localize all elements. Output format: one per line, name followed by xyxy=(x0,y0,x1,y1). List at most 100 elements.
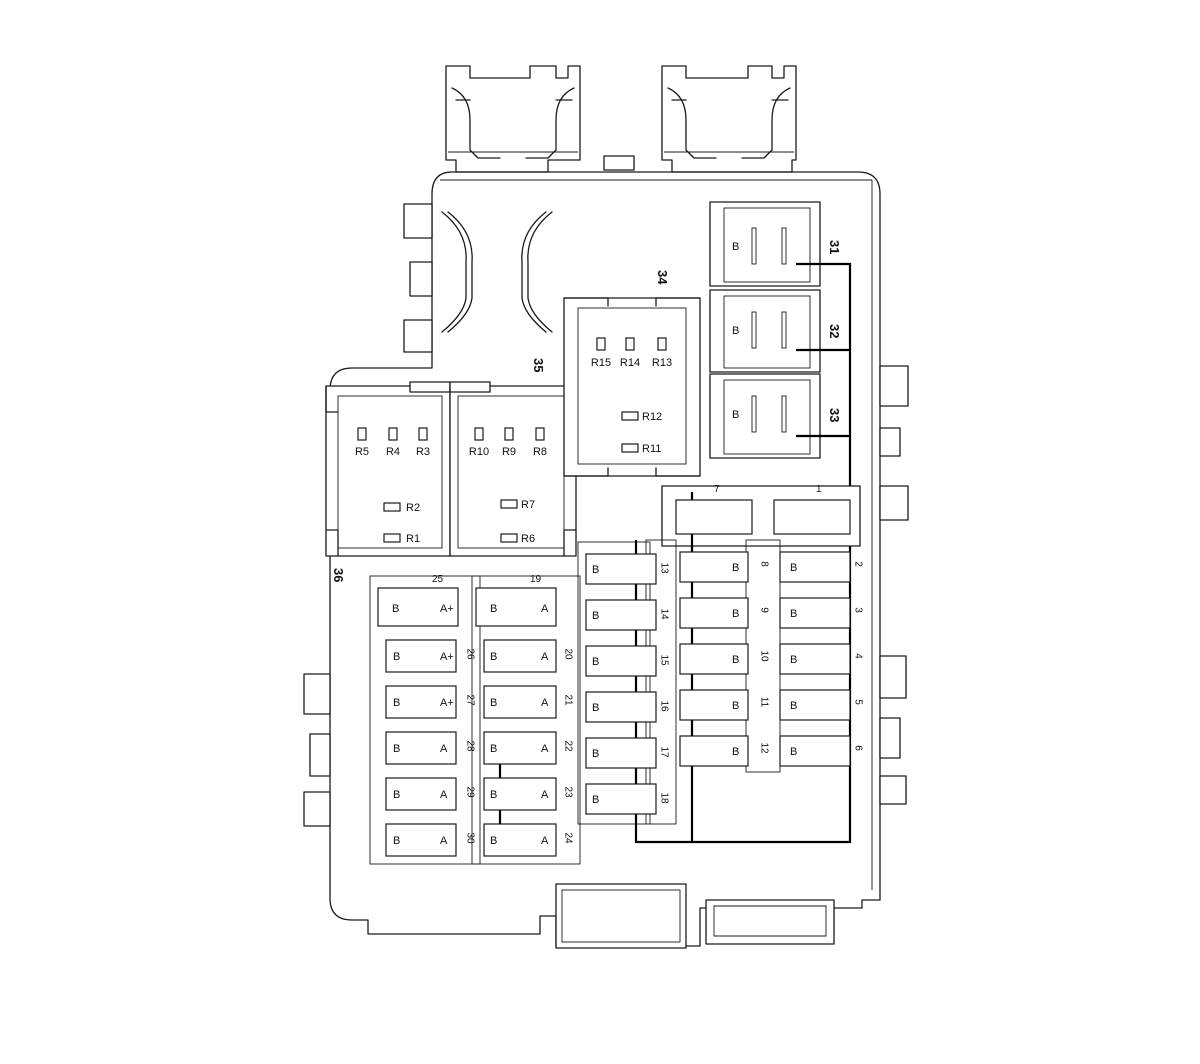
fuse-3-number: 3 xyxy=(852,607,863,613)
relay-pin-label-r10: R10 xyxy=(469,446,489,458)
fuse-25 xyxy=(377,587,459,627)
fuse-4-number: 4 xyxy=(852,653,863,659)
relay-pin-r9 xyxy=(504,427,514,441)
fuse-5 xyxy=(779,689,851,721)
fuse-18 xyxy=(585,783,657,815)
fuse-2-label: B xyxy=(790,562,797,574)
fuse-5-label: B xyxy=(790,700,797,712)
relay-32-body xyxy=(709,289,821,373)
fuse-15 xyxy=(585,645,657,677)
relay-pin-r5 xyxy=(357,427,367,441)
fuse-12-number: 12 xyxy=(758,742,769,754)
fuse-6 xyxy=(779,735,851,767)
fuse-12-label: B xyxy=(732,746,739,758)
relay-pin-label-r3: R3 xyxy=(416,446,430,458)
fuse-19-left-label: B xyxy=(490,603,497,615)
housing-outline xyxy=(329,171,881,947)
relay-bus-line xyxy=(796,262,852,548)
relay-36 xyxy=(325,381,451,557)
relay-pin-r12 xyxy=(621,411,639,421)
fuse-11 xyxy=(679,689,749,721)
fuse-4-label: B xyxy=(790,654,797,666)
relay-pin-r14 xyxy=(625,337,635,351)
relay-number-35: 35 xyxy=(531,358,546,372)
fuse-18-label: B xyxy=(592,794,599,806)
fuse-30 xyxy=(385,823,457,857)
fuse-20-number: 20 xyxy=(562,648,573,660)
fuse-19-number: 19 xyxy=(530,574,542,585)
fuse-14-label: B xyxy=(592,610,599,622)
relay-pin-label-r5: R5 xyxy=(355,446,369,458)
fuse-17-number: 17 xyxy=(658,746,669,758)
relay-pin-r11 xyxy=(621,443,639,453)
fuse-26-left-label: B xyxy=(393,651,400,663)
relay-31-label: B xyxy=(732,241,739,253)
relay-number-33: 33 xyxy=(827,408,842,422)
fuse-24-left-label: B xyxy=(490,835,497,847)
relay-pin-label-r6: R6 xyxy=(521,533,535,545)
fuse-1-number: 1 xyxy=(816,484,822,495)
fuse-27-number: 27 xyxy=(464,694,475,706)
bottom-connector xyxy=(555,883,835,949)
fuse-29-right-label: A xyxy=(440,789,448,801)
relay-pin-label-r14: R14 xyxy=(620,357,640,369)
fuse-6-label: B xyxy=(790,746,797,758)
fuse-20 xyxy=(483,639,557,673)
relay-pin-r10 xyxy=(474,427,484,441)
fuse-frame-left xyxy=(369,541,651,865)
fuse-16-label: B xyxy=(592,702,599,714)
relay-number-36: 36 xyxy=(331,568,346,582)
fuse-12 xyxy=(679,735,749,767)
fuse-30-number: 30 xyxy=(464,832,475,844)
top-clip-right xyxy=(661,65,797,173)
fuse-27 xyxy=(385,685,457,719)
fuse-9 xyxy=(679,597,749,629)
top-clip-left xyxy=(445,65,581,173)
fuse-1 xyxy=(773,499,851,535)
fuse-24-number: 24 xyxy=(562,832,573,844)
relay-33-body xyxy=(709,373,821,459)
fuse-14 xyxy=(585,599,657,631)
fuse-15-label: B xyxy=(592,656,599,668)
fuse-28-left-label: B xyxy=(393,743,400,755)
relay-pin-r13 xyxy=(657,337,667,351)
fuse-18-number: 18 xyxy=(658,792,669,804)
fuse-21-right-label: A xyxy=(541,697,549,709)
fuse-27-right-label: A+ xyxy=(440,697,454,709)
relay-number-32: 32 xyxy=(827,324,842,338)
fuse-8 xyxy=(679,551,749,583)
relay-pin-r8 xyxy=(535,427,545,441)
fuse-24-right-label: A xyxy=(541,835,549,847)
relay-pin-r1 xyxy=(383,533,401,543)
relay-31-body xyxy=(709,201,821,287)
fuse-30-left-label: B xyxy=(393,835,400,847)
fuse-10-label: B xyxy=(732,654,739,666)
fuse-23-right-label: A xyxy=(541,789,549,801)
fuse-25-right-label: A+ xyxy=(440,603,454,615)
fuse-22-right-label: A xyxy=(541,743,549,755)
fuse-11-number: 11 xyxy=(758,697,769,708)
fuse-27-left-label: B xyxy=(393,697,400,709)
fuse-28-right-label: A xyxy=(440,743,448,755)
relay-pin-r4 xyxy=(388,427,398,441)
fuse-8-number: 8 xyxy=(758,561,769,567)
fuse-19-right-label: A xyxy=(541,603,549,615)
fuse-22-left-label: B xyxy=(490,743,497,755)
fuse-2 xyxy=(779,551,851,583)
fuse-19 xyxy=(475,587,557,627)
fuse-7-number: 7 xyxy=(714,484,720,495)
fuse-9-number: 9 xyxy=(758,607,769,613)
fuse-16 xyxy=(585,691,657,723)
fuse-13 xyxy=(585,553,657,585)
relay-pin-label-r12: R12 xyxy=(642,411,662,423)
fuse-29-left-label: B xyxy=(393,789,400,801)
fuse-4 xyxy=(779,643,851,675)
fuse-20-left-label: B xyxy=(490,651,497,663)
relay-number-31: 31 xyxy=(827,240,842,254)
relay-pin-label-r1: R1 xyxy=(406,533,420,545)
fuse-23 xyxy=(483,777,557,811)
fuse-16-number: 16 xyxy=(658,700,669,712)
relay-pin-label-r9: R9 xyxy=(502,446,516,458)
fuse-28-number: 28 xyxy=(464,740,475,752)
